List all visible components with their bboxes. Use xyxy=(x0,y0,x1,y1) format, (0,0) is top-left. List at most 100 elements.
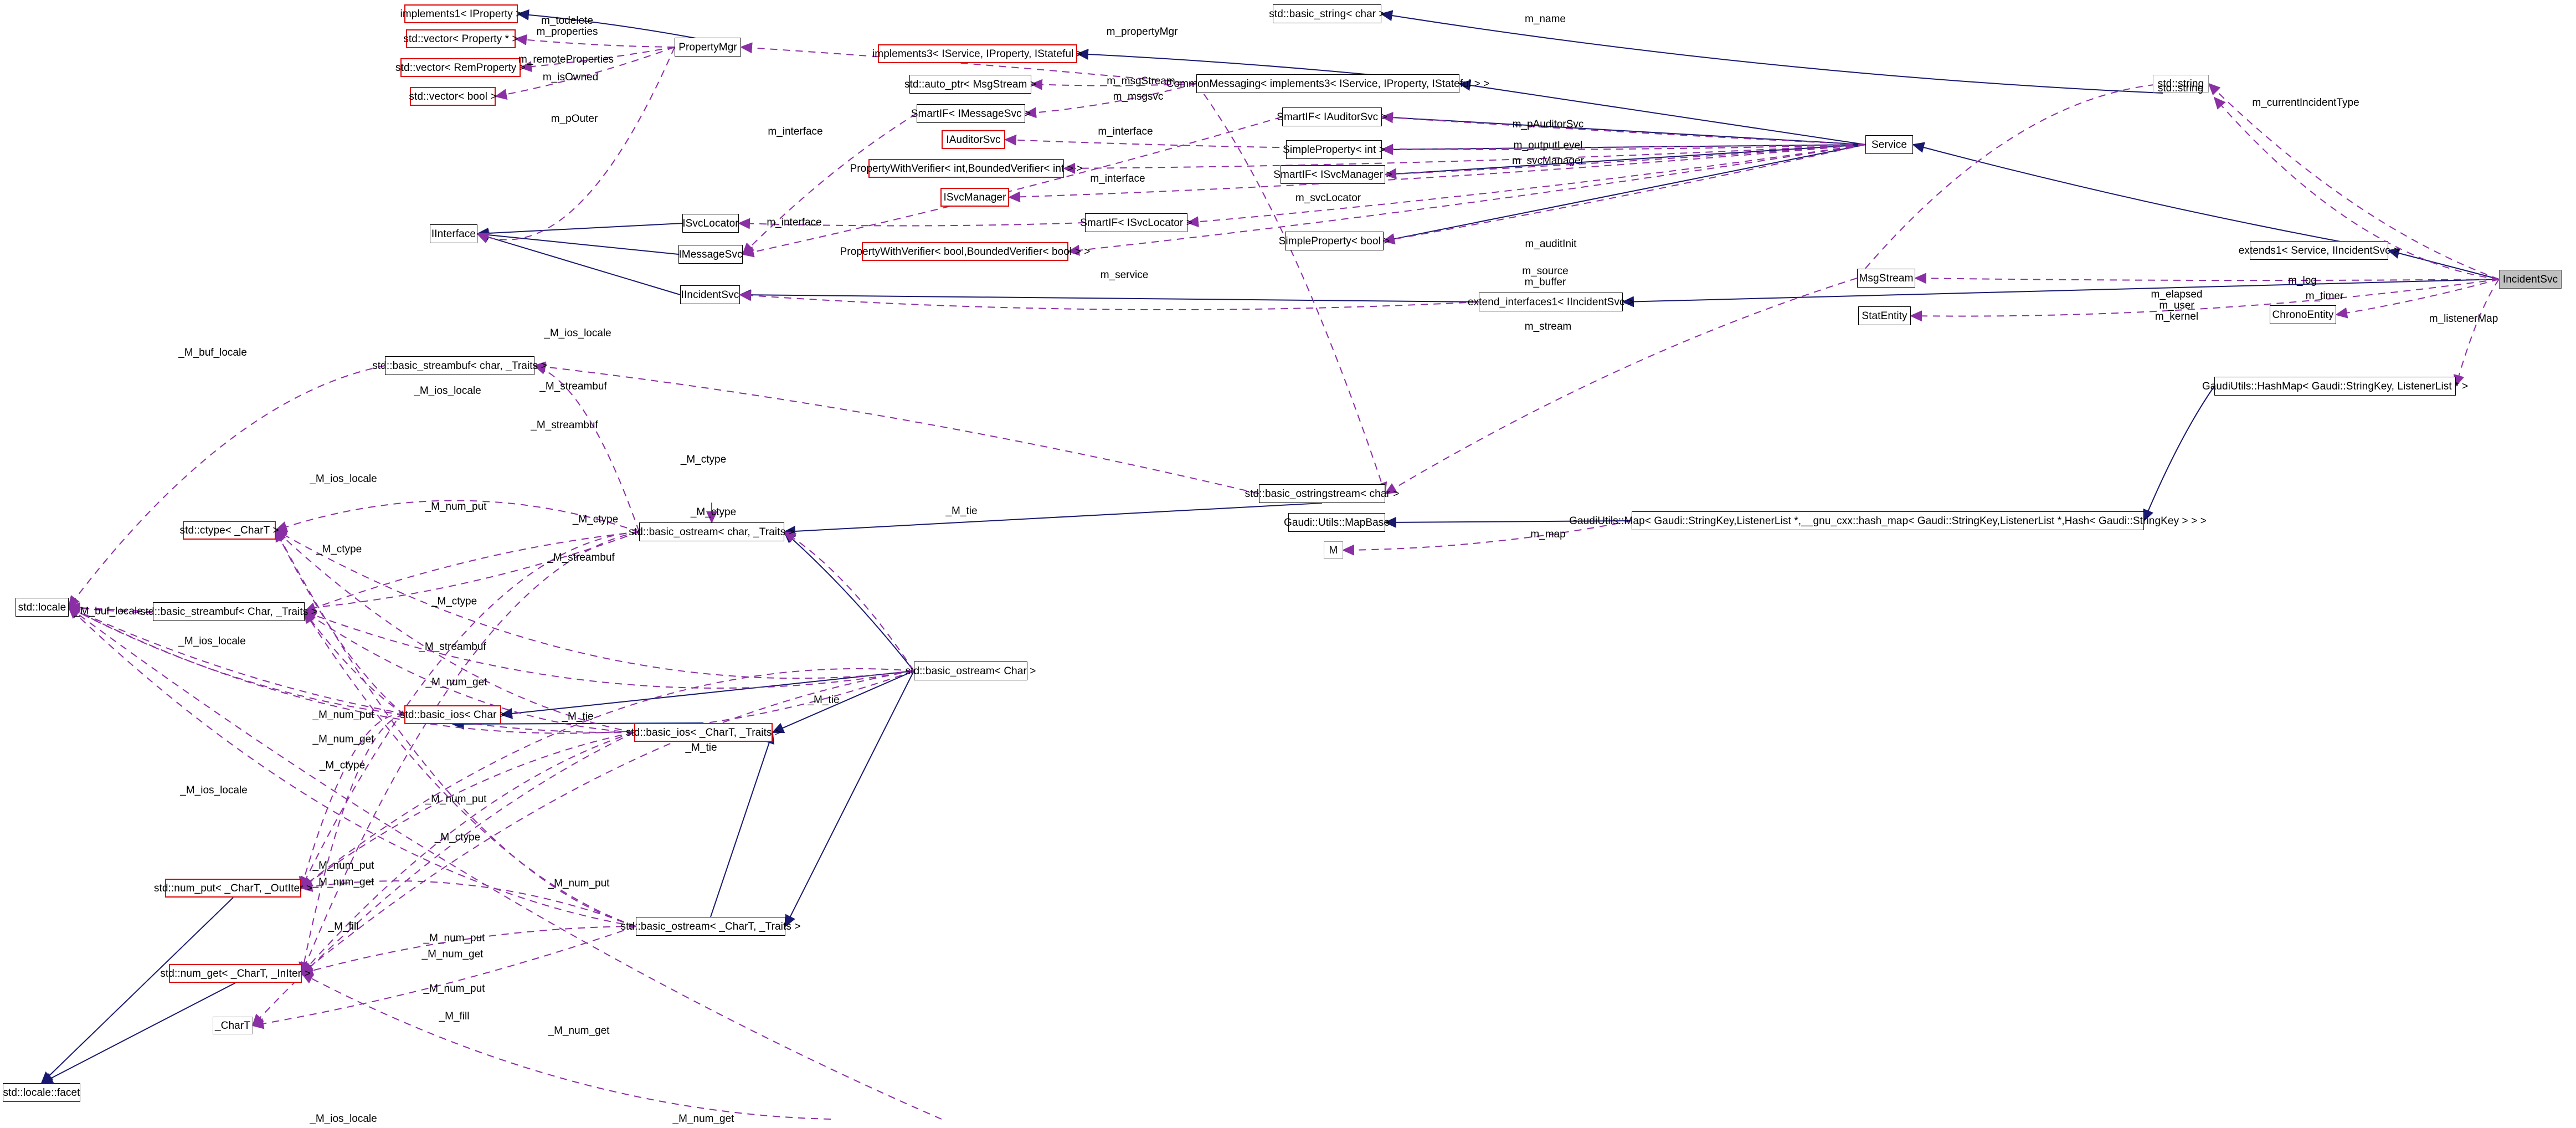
edge-label: m_interface xyxy=(767,217,822,228)
class-node-MsgStream[interactable]: MsgStream xyxy=(1857,269,1915,288)
class-node-IAuditorSvc[interactable]: IAuditorSvc xyxy=(942,130,1005,149)
edge-label: m_outputLevel xyxy=(1513,140,1583,151)
class-node-extend_interfaces1[interactable]: extend_interfaces1< IIncidentSvc > xyxy=(1468,293,1634,311)
edge-label: _M_ctype xyxy=(572,514,619,525)
class-node-IMessageSvc[interactable]: IMessageSvc xyxy=(678,245,743,264)
edge-label: m_interface xyxy=(768,126,823,137)
class-node-basic_ostream_char_Traits[interactable]: std::basic_ostream< char, _Traits > xyxy=(629,522,795,541)
class-node-GaudiUtilsMap[interactable]: GaudiUtils::Map< Gaudi::StringKey,Listen… xyxy=(1569,511,2207,530)
class-node-basic_ostringstream_char[interactable]: std::basic_ostringstream< char > xyxy=(1245,484,1399,503)
class-node-basic_ostream_CharT_Traits[interactable]: std::basic_ostream< _CharT, _Traits > xyxy=(620,917,800,936)
class-node-implements3[interactable]: implements3< IService, IProperty, IState… xyxy=(872,44,1083,63)
class-node-SmartIF_ISvcLocator[interactable]: SmartIF< ISvcLocator > xyxy=(1080,213,1192,232)
class-node-std_string[interactable]: std::string xyxy=(2153,75,2209,93)
class-node-basic_ios_CharT_Traits[interactable]: std::basic_ios< _CharT, _Traits > xyxy=(626,723,781,742)
class-node-IInterface[interactable]: IInterface xyxy=(430,224,477,243)
edge-label: _M_streambuf xyxy=(531,419,598,431)
class-node-StatEntity[interactable]: StatEntity xyxy=(1858,306,1911,325)
class-node-ISvcLocator[interactable]: ISvcLocator xyxy=(682,214,739,233)
class-node-ChronoEntity[interactable]: ChronoEntity xyxy=(2270,305,2336,324)
edge-label: _M_num_put xyxy=(312,860,374,871)
class-node-PropertyWithVerifier_int[interactable]: PropertyWithVerifier< int,BoundedVerifie… xyxy=(850,159,1082,178)
edge-label: _M_ctype xyxy=(690,506,737,518)
class-node-vector_RemProperty[interactable]: std::vector< RemProperty > xyxy=(395,58,526,77)
edge-label: _M_ios_locale xyxy=(414,385,481,397)
edge-label: _M_streambuf xyxy=(539,381,607,392)
edge-label: _M_ctype xyxy=(434,832,481,843)
class-node-SimpleProperty_int[interactable]: SimpleProperty< int > xyxy=(1283,140,1385,159)
class-node-IncidentSvc[interactable]: IncidentSvc xyxy=(2499,270,2562,289)
class-node-locale_facet[interactable]: std::locale::facet xyxy=(3,1083,80,1102)
class-node-Service[interactable]: Service xyxy=(1865,135,1913,154)
class-node-vector_bool[interactable]: std::vector< bool > xyxy=(409,87,497,106)
class-node-SmartIF_IAuditorSvc[interactable]: SmartIF< IAuditorSvc > xyxy=(1277,107,1387,126)
edge-label: m_propertyMgr xyxy=(1106,26,1178,38)
class-node-SmartIF_ISvcManager[interactable]: SmartIF< ISvcManager > xyxy=(1273,165,1392,184)
edge-label: _M_num_put xyxy=(423,932,485,944)
edge-label: m_name xyxy=(1525,13,1566,25)
edge-label: m_timer xyxy=(2305,290,2344,302)
edge-label: _M_buf_locale xyxy=(74,606,143,617)
edge-label: m_map xyxy=(1530,529,1566,540)
class-node-vector_Property_ptr[interactable]: std::vector< Property * > xyxy=(403,29,518,48)
class-node-basic_ios_Char[interactable]: std::basic_ios< Char > xyxy=(400,705,506,724)
edge-label: m_stream xyxy=(1524,321,1572,332)
class-node-auto_ptr_MsgStream[interactable]: std::auto_ptr< MsgStream > xyxy=(904,75,1036,94)
class-node-ctype_CharT[interactable]: std::ctype< _CharT > xyxy=(179,521,279,540)
class-node-implements1_IProperty[interactable]: implements1< IProperty > xyxy=(400,4,522,23)
edge-label: _M_ios_locale xyxy=(310,473,377,485)
edge-label: _M_ctype xyxy=(316,544,362,555)
edge-label: _M_fill xyxy=(439,1011,470,1022)
class-node-num_put_CharT_OutIter[interactable]: std::num_put< _CharT, _OutIter > xyxy=(154,879,312,898)
class-node-basic_string_char[interactable]: std::basic_string< char > xyxy=(1269,4,1385,23)
class-node-basic_streambuf_Char_Traits[interactable]: std::basic_streambuf< Char, _Traits > xyxy=(140,602,317,621)
edge-label: m_isOwned xyxy=(542,71,599,83)
edge-label: _M_ctype xyxy=(680,454,727,465)
edge-label: _M_tie xyxy=(685,742,717,753)
edge-label: m_listenerMap xyxy=(2429,313,2498,325)
edge-label: std::string xyxy=(2157,83,2204,94)
class-node-extends1[interactable]: extends1< Service, IIncidentSvc > xyxy=(2239,241,2399,260)
edge-label: m_currentIncidentType xyxy=(2252,97,2359,109)
edge-label: _M_ctype xyxy=(319,760,366,771)
edge-label: _M_num_put xyxy=(312,709,374,721)
class-node-CommonMessaging[interactable]: CommonMessaging< implements3< IService, … xyxy=(1166,74,1489,93)
edge-label: _M_ctype xyxy=(431,596,477,607)
class-node-basic_ostream_Char[interactable]: std::basic_ostream< Char > xyxy=(906,662,1036,680)
edge-label: _M_num_get xyxy=(425,676,487,688)
edge-label: m_svcManager xyxy=(1512,155,1584,167)
class-node-IIncidentSvc[interactable]: IIncidentSvc xyxy=(680,285,740,304)
edge-label: _M_tie xyxy=(562,711,594,722)
class-node-num_get_CharT_InIter[interactable]: std::num_get< _CharT, _InIter > xyxy=(160,964,311,983)
edge-label: _M_num_get xyxy=(548,1025,610,1037)
class-node-std_locale[interactable]: std::locale xyxy=(16,598,69,617)
edge-label: _M_num_put xyxy=(548,878,610,889)
class-node-PropertyWithVerifier_bool[interactable]: PropertyWithVerifier< bool,BoundedVerifi… xyxy=(840,242,1090,261)
edge-label: _M_num_put xyxy=(423,983,485,994)
edge-label: _M_ios_locale xyxy=(544,327,611,339)
class-node-basic_streambuf_charT[interactable]: std::basic_streambuf< char, _Traits > xyxy=(372,356,547,375)
class-node-M_node[interactable]: M xyxy=(1324,541,1343,559)
class-node-PropertyMgr[interactable]: PropertyMgr xyxy=(675,38,741,57)
edge-label: _M_streambuf xyxy=(419,641,486,653)
edge-label: _M_tie xyxy=(945,505,978,517)
edge-label: m_log xyxy=(2288,275,2317,286)
class-node-CharT_node[interactable]: _CharT xyxy=(213,1017,253,1034)
edge-label: _M_num_get xyxy=(312,876,374,888)
edge-label: _M_num_put xyxy=(425,501,487,512)
edge-label: _M_fill xyxy=(328,921,359,932)
class-node-MapBase[interactable]: Gaudi::Utils::MapBase xyxy=(1284,513,1390,532)
class-node-HashMap[interactable]: GaudiUtils::HashMap< Gaudi::StringKey, L… xyxy=(2202,377,2468,396)
edge-label: m_service xyxy=(1100,269,1149,281)
class-node-SimpleProperty_bool[interactable]: SimpleProperty< bool > xyxy=(1279,232,1390,250)
class-node-ISvcManager[interactable]: ISvcManager xyxy=(940,188,1009,207)
edge-label: _M_num_get xyxy=(672,1113,734,1125)
edge-label: m_interface xyxy=(1090,173,1145,184)
edge-label: _M_ios_locale xyxy=(180,785,248,796)
class-node-SmartIF_IMessageSvc[interactable]: SmartIF< IMessageSvc > xyxy=(911,104,1031,123)
edge-label: m_interface xyxy=(1098,126,1153,137)
